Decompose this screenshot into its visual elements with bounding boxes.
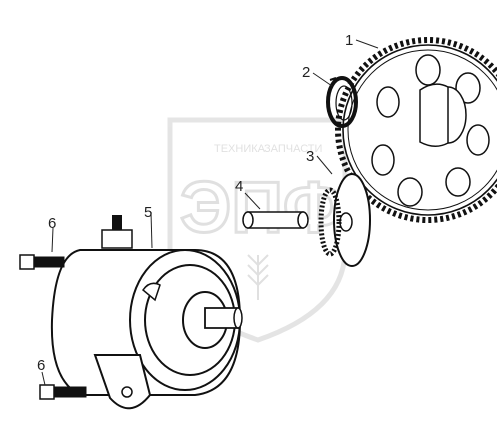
watermark-text-2: ЗАПЧАСТИ (264, 143, 322, 155)
watermark-logo: ЭПФ (180, 168, 344, 248)
shaft (242, 211, 309, 229)
starter-motor (50, 215, 243, 410)
watermark: ТЕХНИКА ЗАПЧАСТИ ЭПФ (167, 117, 348, 343)
leader-lines (41, 39, 379, 386)
callout-3: 3 (306, 148, 314, 165)
snap-ring (326, 76, 358, 128)
callout-2: 2 (302, 64, 310, 81)
bolt-upper (19, 254, 65, 270)
watermark-wheat-icon (247, 254, 269, 300)
bolt-lower (39, 384, 87, 400)
watermark-text-1: ТЕХНИКА (214, 143, 266, 155)
callout-5: 5 (144, 204, 152, 221)
callout-4: 4 (235, 178, 243, 195)
ring-gear (335, 37, 497, 223)
callout-6-lower: 6 (37, 357, 45, 374)
pinion-gear (318, 173, 371, 267)
callout-6-upper: 6 (48, 215, 56, 232)
callout-1: 1 (345, 32, 353, 49)
